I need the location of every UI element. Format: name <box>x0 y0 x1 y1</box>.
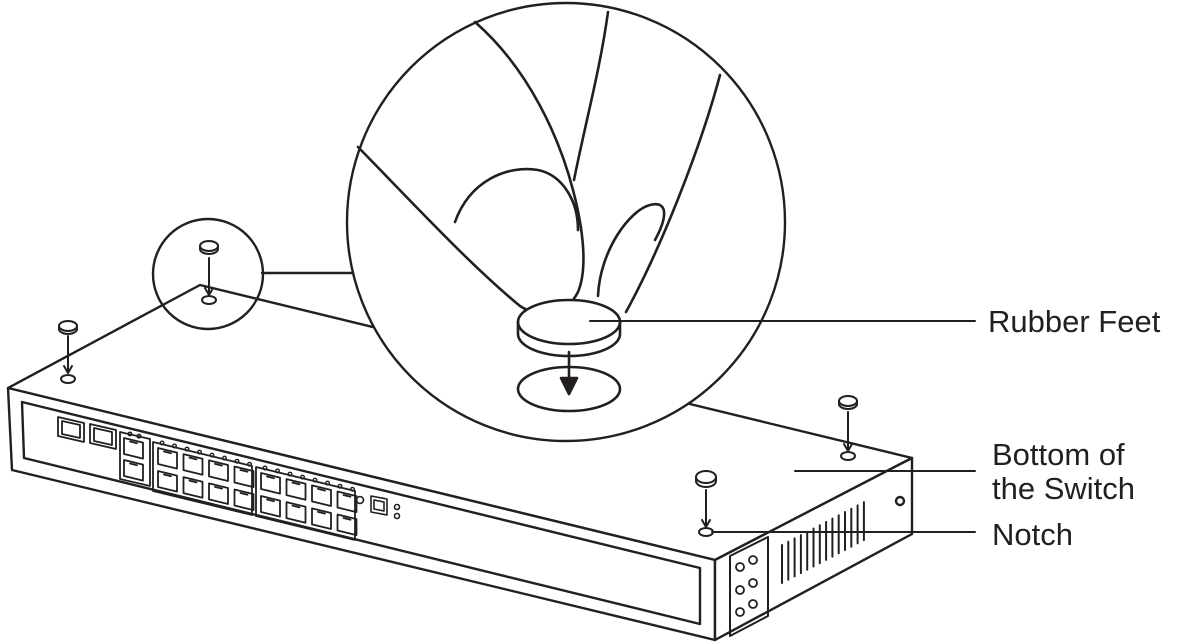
hand-illustration <box>356 10 722 413</box>
rj45-port <box>311 484 332 507</box>
port-led <box>275 468 281 474</box>
rj45-port <box>311 507 332 530</box>
rj45-port <box>336 490 358 514</box>
rj45-port <box>285 501 307 524</box>
rj45-port <box>233 488 255 512</box>
foot-set-left <box>58 320 78 384</box>
console-area <box>355 495 401 520</box>
callout-lines <box>589 320 976 533</box>
label-notch: Notch <box>992 517 1073 552</box>
port-led <box>221 455 227 461</box>
foot-set-back <box>199 240 219 305</box>
foot-set-right <box>838 395 858 461</box>
rj45-port <box>157 447 178 470</box>
port-led <box>171 443 177 449</box>
notch-large <box>516 365 622 413</box>
notch <box>60 374 76 384</box>
rj45-port <box>336 513 358 537</box>
rj45-port <box>208 459 229 482</box>
sfp-ports <box>57 416 117 450</box>
port-group-frame <box>152 441 253 516</box>
port-led <box>325 480 331 486</box>
rj45-port <box>182 453 204 476</box>
port-led <box>209 452 215 458</box>
port-leds <box>127 431 356 492</box>
label-rubber-feet: Rubber Feet <box>988 304 1161 339</box>
zoom-circle <box>345 1 787 443</box>
port-led <box>127 431 133 437</box>
notch <box>840 451 856 461</box>
port-led <box>234 458 240 464</box>
rubber-foot <box>838 395 858 407</box>
rj45-port <box>208 482 229 505</box>
rj45-port <box>123 459 144 482</box>
port-led <box>246 461 252 467</box>
port-led <box>136 433 142 439</box>
rj45-port <box>182 476 204 499</box>
side-screw <box>894 495 906 507</box>
port-led <box>184 446 190 452</box>
switch-body <box>6 283 914 642</box>
notch <box>201 295 217 305</box>
port-led <box>337 483 343 489</box>
rubber-foot <box>199 240 219 252</box>
label-bottom-of-switch-line2: the Switch <box>992 471 1135 506</box>
rj45-port <box>123 437 144 460</box>
port-led <box>262 465 268 471</box>
bracket-holes <box>735 555 758 617</box>
rj45-port <box>260 495 281 518</box>
rj45-port <box>285 478 307 501</box>
port-led <box>159 440 165 446</box>
port-led <box>350 486 356 492</box>
port-led <box>287 471 293 477</box>
port-led <box>300 474 306 480</box>
port-group-frame <box>119 431 151 487</box>
port-led <box>312 477 318 483</box>
rj45-port <box>157 470 178 493</box>
port-group-frame <box>255 466 356 541</box>
rj45-ports <box>119 431 358 541</box>
rubber-foot <box>695 470 717 484</box>
front-panel-frame <box>20 400 702 626</box>
rj45-port <box>260 472 281 495</box>
label-bottom-of-switch-line1: Bottom of <box>992 437 1125 472</box>
rj45-port <box>233 465 255 489</box>
mount-bracket <box>729 536 769 637</box>
rubber-foot <box>58 320 78 332</box>
vent-slots <box>781 501 865 584</box>
port-led <box>196 449 202 455</box>
